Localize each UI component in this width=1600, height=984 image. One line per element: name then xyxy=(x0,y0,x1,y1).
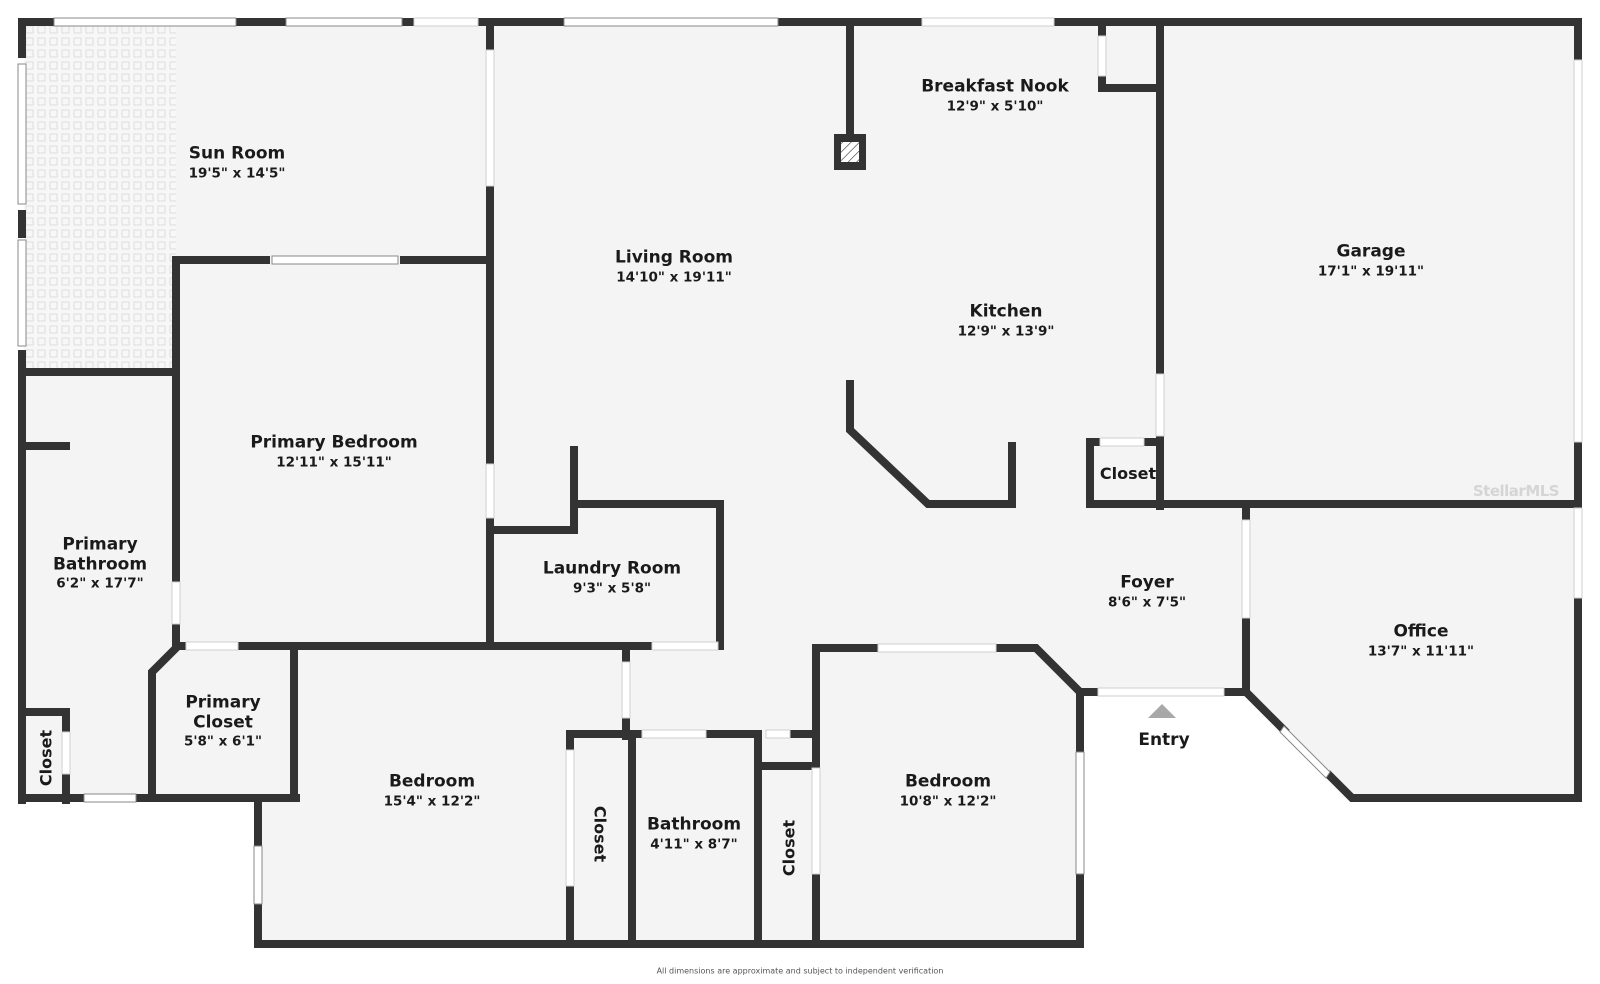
room-dimensions: 14'10" x 19'11" xyxy=(616,269,732,286)
room-name-line2: Bathroom xyxy=(52,554,148,575)
room-name-line1: Primary xyxy=(62,534,138,555)
room-sun-room: Sun Room 19'5" x 14'5" xyxy=(189,144,286,181)
room-primary-bath-closet: Closet xyxy=(36,729,56,787)
room-living-room: Living Room 14'10" x 19'11" xyxy=(615,248,733,285)
room-office: Office 13'7" x 11'11" xyxy=(1368,622,1474,659)
window xyxy=(1279,725,1331,779)
room-dimensions: 6'2" x 17'7" xyxy=(56,575,144,592)
disclaimer-footer: All dimensions are approximate and subje… xyxy=(656,966,944,976)
door-opening xyxy=(485,49,495,187)
room-name: Office xyxy=(1393,621,1449,642)
room-kitchen-closet: Closet xyxy=(1099,463,1157,483)
room-bathroom: Bathroom 4'11" x 8'7" xyxy=(647,815,741,852)
walls xyxy=(18,18,1582,948)
door-opening xyxy=(1241,519,1251,619)
room-dimensions: 17'1" x 19'11" xyxy=(1317,263,1425,280)
window xyxy=(83,793,137,803)
window xyxy=(53,17,237,27)
room-primary-bedroom: Primary Bedroom 12'11" x 15'11" xyxy=(250,433,417,470)
room-name: Laundry Room xyxy=(542,558,682,579)
door-opening xyxy=(1097,687,1225,697)
room-name-line2: Closet xyxy=(193,712,253,733)
room-primary-bathroom: Primary Bathroom 6'2" x 17'7" xyxy=(52,534,148,593)
window xyxy=(1075,751,1085,875)
room-name: Bedroom xyxy=(904,771,992,792)
door-opening xyxy=(413,17,479,27)
room-laundry-room: Laundry Room 9'3" x 5'8" xyxy=(543,559,681,596)
bedroom2-floor xyxy=(816,644,1080,944)
room-dimensions: 5'8" x 6'1" xyxy=(183,733,263,750)
room-garage: Garage 17'1" x 19'11" xyxy=(1318,242,1424,279)
door-opening xyxy=(565,749,575,887)
room-dimensions: 12'11" x 15'11" xyxy=(276,454,392,471)
door-opening xyxy=(621,661,631,719)
room-dimensions: 12'9" x 5'10" xyxy=(946,98,1044,115)
room-dimensions: 15'4" x 12'2" xyxy=(383,793,481,810)
door-opening xyxy=(651,641,719,651)
door-opening xyxy=(765,729,791,739)
closet-label: Closet xyxy=(1099,463,1157,483)
door-opening xyxy=(921,17,1055,27)
room-name: Sun Room xyxy=(188,143,286,164)
window xyxy=(17,239,27,347)
entry-arrow-icon xyxy=(1148,704,1176,718)
door-opening xyxy=(1573,507,1583,599)
room-dimensions: 13'7" x 11'11" xyxy=(1367,643,1475,660)
floor-areas xyxy=(24,24,1578,944)
room-foyer: Foyer 8'6" x 7'5" xyxy=(1108,573,1186,610)
door-opening xyxy=(1573,59,1583,443)
room-name: Living Room xyxy=(615,247,733,268)
room-primary-closet: Primary Closet 5'8" x 6'1" xyxy=(183,692,263,751)
room-dimensions: 9'3" x 5'8" xyxy=(572,580,652,597)
window xyxy=(285,17,403,27)
entry-label: Entry xyxy=(1138,730,1190,750)
room-name: Garage xyxy=(1336,241,1406,262)
door-opening xyxy=(877,643,997,653)
door-opening xyxy=(811,767,821,875)
room-name-line1: Primary xyxy=(185,692,261,713)
fireplace-icon xyxy=(834,134,866,170)
room-name: Primary Bedroom xyxy=(250,432,418,453)
bedroom1-floor xyxy=(258,644,626,944)
room-name: Foyer xyxy=(1120,572,1174,593)
room-name: Bathroom xyxy=(646,814,742,835)
door-opening xyxy=(1099,437,1145,447)
room-breakfast-nook: Breakfast Nook 12'9" x 5'10" xyxy=(921,77,1069,114)
room-bedroom-1-closet: Closet xyxy=(590,805,610,863)
room-dimensions: 19'5" x 14'5" xyxy=(188,165,286,182)
door-opening xyxy=(1155,373,1165,437)
door-opening xyxy=(1097,35,1107,77)
door-opening xyxy=(185,641,239,651)
window xyxy=(563,17,779,27)
door-opening xyxy=(61,731,71,775)
room-bedroom-2-closet: Closet xyxy=(779,819,799,877)
watermark: StellarMLS xyxy=(1472,482,1560,500)
room-dimensions: 4'11" x 8'7" xyxy=(650,836,738,853)
room-bedroom-2: Bedroom 10'8" x 12'2" xyxy=(900,772,997,809)
room-dimensions: 10'8" x 12'2" xyxy=(899,793,997,810)
room-dimensions: 12'9" x 13'9" xyxy=(957,323,1055,340)
door-opening xyxy=(641,729,707,739)
room-name: Kitchen xyxy=(969,301,1043,322)
primary-bed-floor xyxy=(176,260,486,644)
hall-floor xyxy=(626,644,816,944)
room-name: Breakfast Nook xyxy=(921,76,1069,97)
room-name: Bedroom xyxy=(388,771,476,792)
window xyxy=(17,63,27,205)
door-opening xyxy=(171,581,181,625)
foyer-floor xyxy=(1020,504,1246,690)
window xyxy=(271,255,399,265)
door-opening xyxy=(485,463,495,519)
office-floor xyxy=(1246,504,1578,794)
room-kitchen: Kitchen 12'9" x 13'9" xyxy=(958,302,1055,339)
room-bedroom-1: Bedroom 15'4" x 12'2" xyxy=(384,772,481,809)
room-dimensions: 8'6" x 7'5" xyxy=(1107,594,1187,611)
window xyxy=(253,845,263,905)
windows xyxy=(17,17,1331,905)
door-openings xyxy=(61,17,1583,887)
